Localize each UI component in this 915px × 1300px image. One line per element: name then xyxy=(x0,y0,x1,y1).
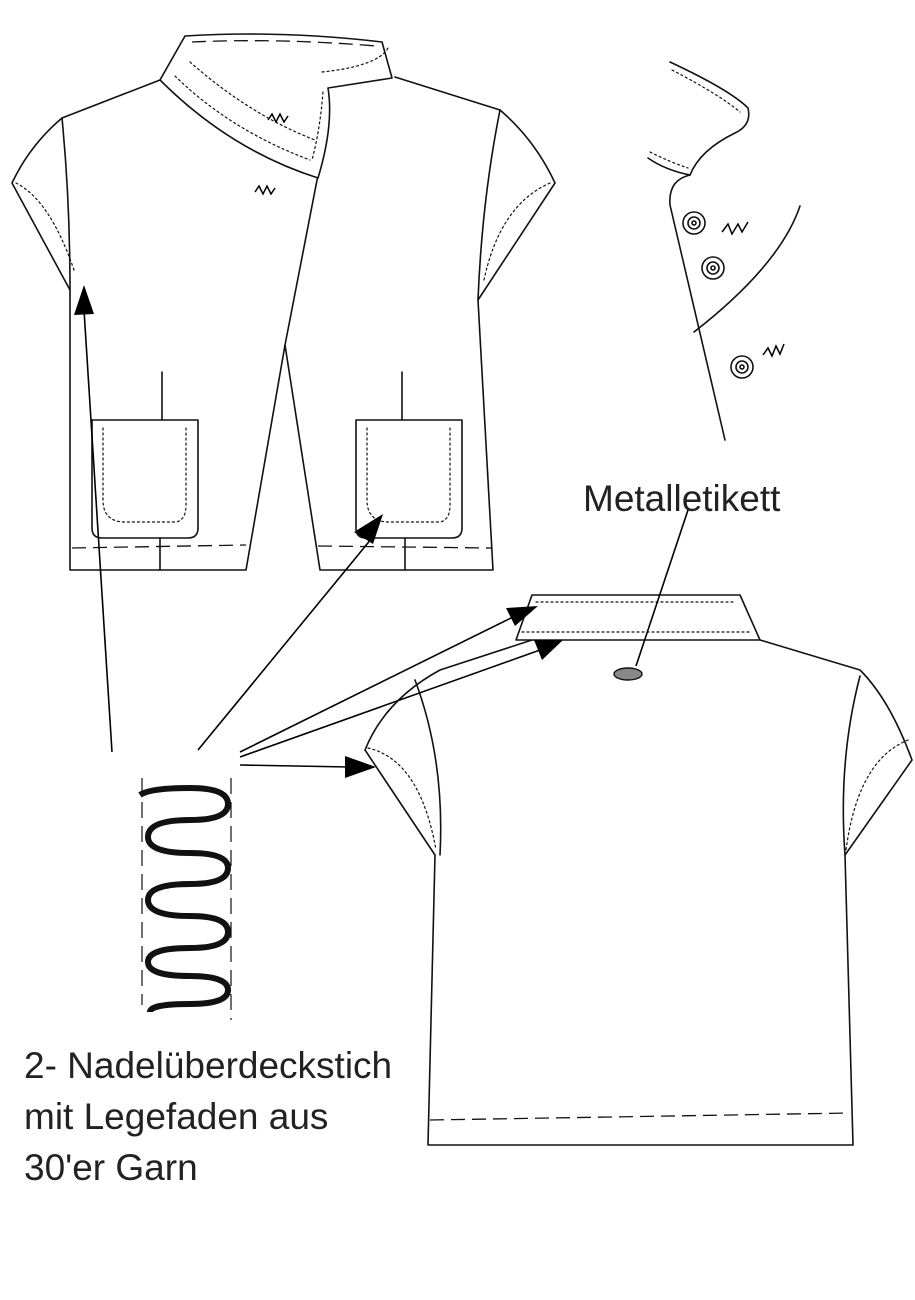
arrowhead-icon xyxy=(534,640,563,660)
stitch-description-line: 2- Nadelüberdeckstich xyxy=(24,1045,393,1086)
button-icon xyxy=(682,211,706,235)
front-left-pocket xyxy=(91,419,199,539)
front-right-pocket xyxy=(355,419,463,539)
front-view-garment xyxy=(11,33,556,571)
zigzag-mark xyxy=(254,184,276,196)
button-icon xyxy=(730,355,754,379)
stitch-description-line: 30'er Garn xyxy=(24,1147,198,1188)
detail-view-collar xyxy=(647,61,801,441)
zigzag-mark xyxy=(267,112,289,124)
back-view-garment xyxy=(364,594,913,1146)
arrowhead-icon xyxy=(506,606,538,626)
metal-tag-icon xyxy=(613,667,643,681)
back-collar xyxy=(515,594,761,641)
arrowhead-icon xyxy=(354,514,383,544)
stitch-description-line: mit Legefaden aus xyxy=(24,1096,329,1137)
annotation-pointers xyxy=(74,285,689,778)
arrowhead-icon xyxy=(74,285,94,315)
metal-tag-label: Metalletikett xyxy=(583,478,781,519)
stitch-diagram xyxy=(138,778,232,1020)
arrowhead-icon xyxy=(345,756,376,778)
button-icon xyxy=(701,256,725,280)
stitch-description-label: 2- Nadelüberdeckstich mit Legefaden aus … xyxy=(24,1040,392,1193)
